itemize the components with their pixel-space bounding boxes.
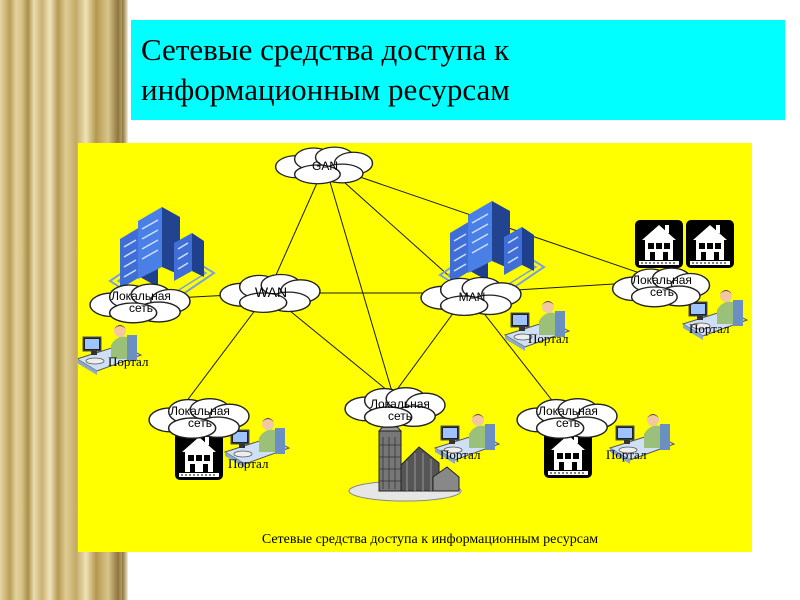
- portal-label-man: Портал: [528, 331, 569, 346]
- gan-label: GAN: [312, 159, 338, 173]
- portal-label-bottom-left: Портал: [228, 456, 269, 471]
- portal-label-bottom-right: Портал: [606, 447, 647, 462]
- network-links: [117, 164, 664, 409]
- lan-right-label-line2: сеть: [650, 285, 674, 299]
- lan-right-label-line1: Локальная: [632, 273, 692, 287]
- man-label: MAN: [459, 290, 486, 304]
- slide-title-line-1: Сетевые средства доступа к: [141, 32, 510, 67]
- slide-title-line-2: информационным ресурсам: [141, 72, 510, 107]
- lan-bottom-left-label-line2: сеть: [188, 416, 212, 430]
- network-diagram: GAN WAN MAN Локальная сеть Локальная сет…: [78, 146, 748, 547]
- link-gan-wan: [267, 164, 326, 294]
- lan-bottom-right-label-line1: Локальная: [538, 404, 598, 418]
- lan-left-label-line1: Локальная: [111, 289, 171, 303]
- portal-label-left: Портал: [108, 354, 149, 369]
- house-icon-right-2: [685, 219, 735, 269]
- slide-title: Сетевые средства доступа к информационны…: [131, 20, 785, 120]
- link-gan-man: [324, 164, 469, 294]
- silo-farm-icon: [348, 423, 462, 502]
- lan-center-label-line1: Локальная: [370, 397, 430, 411]
- lan-center-label-line2: сеть: [388, 409, 412, 423]
- lan-left-label-line2: сеть: [129, 301, 153, 315]
- wan-label: WAN: [255, 284, 287, 300]
- portal-label-right: Портал: [689, 321, 730, 336]
- diagram-caption: Сетевые средства доступа к информационны…: [262, 532, 598, 547]
- house-icon-right-1: [634, 219, 684, 269]
- portal-label-center: Портал: [440, 447, 481, 462]
- house-icon-bottom-left: [174, 431, 224, 481]
- link-gan-lan-center: [324, 164, 394, 396]
- network-diagram-panel: GAN WAN MAN Локальная сеть Локальная сет…: [78, 143, 752, 552]
- lan-bottom-right-label-line2: сеть: [556, 416, 580, 430]
- lan-bottom-left-label-line1: Локальная: [170, 404, 230, 418]
